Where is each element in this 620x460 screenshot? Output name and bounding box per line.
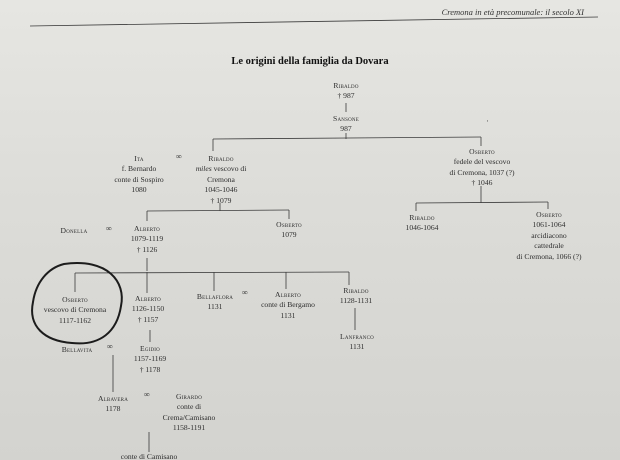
node-name: Bellaflora: [196, 292, 234, 301]
bar-ribaldo-miles-children: [146, 209, 290, 212]
node-name: Osberto: [62, 295, 88, 304]
bar-alberto-1079-children: [74, 271, 350, 274]
node-name: Osberto: [276, 220, 302, 229]
bar-sansone-children: [212, 136, 482, 140]
node-name: Albavera: [97, 394, 129, 403]
bar-osberto-fedele-children: [415, 201, 549, 204]
node-ribaldo-1128: Ribaldo 1128-1131: [328, 286, 384, 307]
node-line: † 1046: [471, 178, 493, 188]
node-line: † 1157: [137, 314, 159, 324]
node-line: di Cremona, 1037 (?): [449, 167, 515, 177]
marriage-symbol-donella-alberto: ∞: [106, 224, 112, 233]
node-line: 1079: [281, 230, 297, 240]
node-line: 1158-1191: [172, 423, 206, 433]
node-line: di Cremona, 1066 (?): [516, 251, 582, 261]
node-line: 1046-1064: [405, 223, 439, 233]
node-line: † 987: [337, 91, 355, 101]
node-name: Lanfranco: [340, 332, 374, 341]
node-line: † 1079: [210, 195, 232, 205]
node-name: Alberto: [275, 290, 301, 299]
svg-text:·: ·: [486, 116, 489, 126]
hand-drawn-circle: [31, 262, 123, 345]
node-line: vescovo di Cremona: [43, 305, 107, 315]
diagram-title: Le origini della famiglia da Dovara: [231, 56, 389, 67]
node-line: conte di Bergamo: [261, 300, 315, 310]
node-name: Donella: [60, 226, 88, 235]
node-conte-camisano: conte di Camisano: [104, 452, 194, 460]
node-name: Ribaldo: [409, 213, 435, 222]
node-name: Ribaldo: [333, 81, 359, 90]
node-line: 1061-1064: [532, 220, 566, 230]
node-alberto-1126: Alberto 1126-1150 † 1157: [120, 294, 176, 325]
node-name: Alberto: [135, 294, 161, 303]
node-line-rest: vescovo di: [211, 164, 247, 174]
node-line: Cremona: [207, 174, 235, 184]
node-name: Ribaldo: [343, 286, 369, 295]
node-line: 1045-1046: [204, 185, 238, 195]
node-line: fedele del vescovo: [453, 157, 511, 167]
node-line: 1117-1162: [58, 315, 92, 325]
node-alberto-1079: Alberto 1079-1119 † 1126: [118, 224, 176, 255]
node-name: Ita: [134, 154, 144, 163]
node-egidio: Egidio 1157-1169 † 1178: [124, 344, 176, 375]
node-line: conte di Sospiro: [114, 174, 164, 184]
node-name: Alberto: [134, 224, 160, 233]
node-line: 1080: [131, 185, 147, 195]
node-line: f. Bernardo: [121, 164, 157, 174]
node-line: conte di: [176, 402, 202, 412]
node-italic: miles: [195, 164, 212, 174]
marriage-symbol-bellaflora-alberto: ∞: [242, 288, 248, 297]
node-name: Egidio: [139, 344, 160, 353]
header-rule: [29, 16, 599, 27]
node-ribaldo-1046: Ribaldo 1046-1064: [392, 213, 452, 234]
node-line: † 1178: [139, 364, 161, 374]
node-line: arcidiacono: [531, 230, 567, 240]
node-osberto-vescovo: Osberto vescovo di Cremona 1117-1162: [34, 295, 116, 326]
node-line: 987: [340, 124, 352, 134]
node-ita: Ita f. Bernardo conte di Sospiro 1080: [104, 154, 174, 196]
node-bellaflora: Bellaflora 1131: [190, 292, 240, 313]
node-line: 1131: [349, 342, 365, 352]
node-line: 1128-1131: [339, 296, 373, 306]
marriage-symbol-ita-ribaldo: ∞: [176, 152, 182, 161]
node-bellavita: Bellavita: [54, 345, 100, 355]
node-line: 1079-1119: [130, 234, 164, 244]
node-name: Osberto: [536, 210, 562, 219]
node-line: 1131: [280, 310, 296, 320]
node-donella: Donella: [52, 226, 96, 236]
node-osberto-arcidiacono: Osberto 1061-1064 arcidiacono cattedrale…: [508, 210, 590, 262]
node-line: † 1126: [136, 244, 158, 254]
node-sansone: Sansone 987: [316, 114, 376, 135]
node-ribaldo-top: Ribaldo † 987: [316, 81, 376, 102]
marriage-symbol-bellavita-egidio: ∞: [107, 342, 113, 351]
node-lanfranco: Lanfranco 1131: [330, 332, 384, 353]
node-osberto-1079: Osberto 1079: [260, 220, 318, 241]
node-osberto-fedele: Osberto fedele del vescovo di Cremona, 1…: [436, 147, 528, 189]
node-name: Girardo: [175, 392, 203, 401]
node-line: Crema/Camisano: [162, 412, 216, 422]
node-name: Ribaldo: [208, 154, 234, 163]
node-name: Sansone: [333, 114, 359, 123]
node-alberto-bergamo: Alberto conte di Bergamo 1131: [252, 290, 324, 321]
marriage-symbol-albavera-girardo: ∞: [144, 390, 150, 399]
node-line: conte di Camisano: [120, 452, 178, 460]
node-line: 1157-1169: [133, 354, 167, 364]
node-line: 1126-1150: [131, 304, 165, 314]
node-albavera: Albavera 1178: [88, 394, 138, 415]
node-line: 1131: [207, 302, 223, 312]
node-line: miles vescovo di: [176, 164, 266, 174]
node-ribaldo-miles: Ribaldo miles vescovo di Cremona 1045-10…: [176, 154, 266, 206]
node-name: Osberto: [469, 147, 495, 156]
node-girardo: Girardo conte di Crema/Camisano 1158-119…: [150, 392, 228, 434]
node-name: Bellavita: [61, 345, 93, 354]
node-line: cattedrale: [534, 241, 564, 251]
node-line: 1178: [105, 404, 121, 414]
running-header: Cremona in età precomunale: il secolo XI: [441, 7, 584, 17]
